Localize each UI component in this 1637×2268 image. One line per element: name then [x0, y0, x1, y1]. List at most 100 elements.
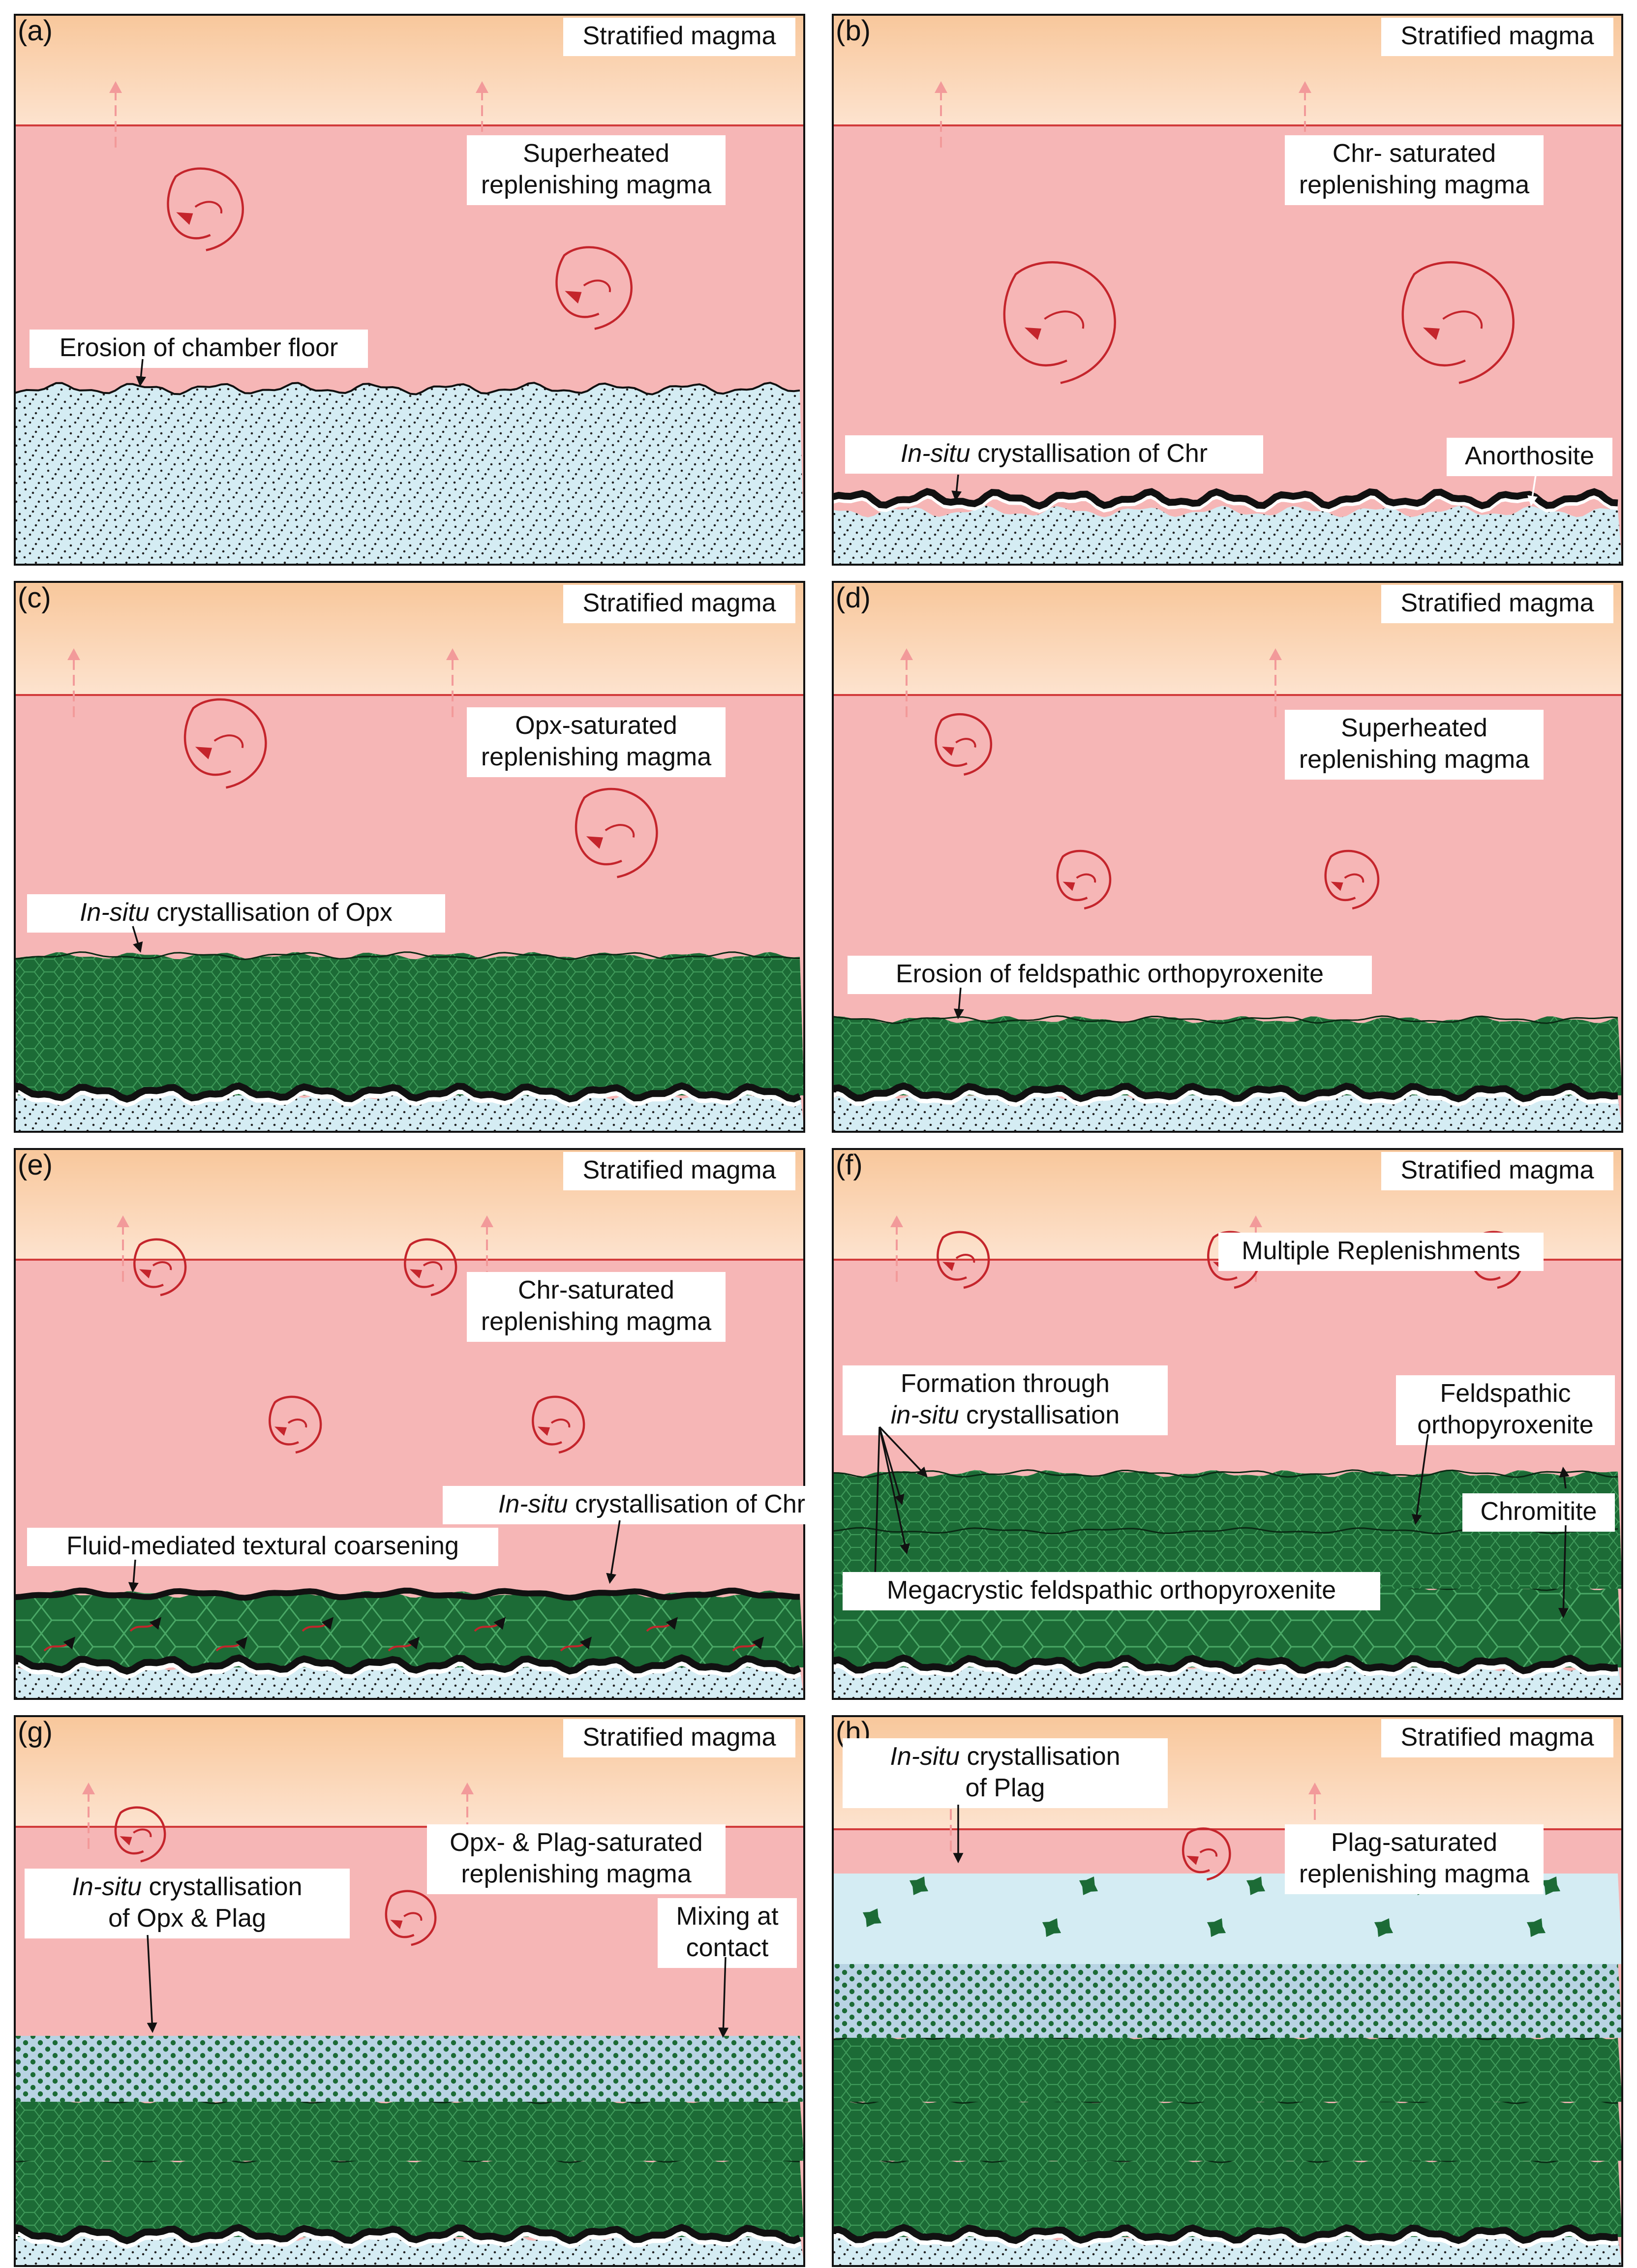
panel-label: (g) [18, 1716, 53, 1748]
plagioclase-crystal-icon [1374, 1918, 1394, 1937]
annotation-label-line: Megacrystic feldspathic orthopyroxenite [887, 1576, 1336, 1604]
fluid-flow-arrow-icon [732, 1636, 764, 1652]
upflow-arrowhead-icon [900, 648, 913, 660]
convection-swirl-icon [183, 698, 267, 789]
pointer-arrow-icon [1527, 472, 1538, 507]
pointer-arrow-icon [1558, 1525, 1569, 1619]
upflow-arrowhead-icon [890, 1215, 903, 1227]
convection-swirl-icon [605, 824, 635, 838]
convection-swirl-icon [575, 787, 658, 878]
annotation-label: In-situ crystallisation of Chr [845, 435, 1263, 474]
plagioclase-crystal-icon [1526, 1918, 1546, 1937]
anorthosite-rim [15, 1088, 801, 1107]
swirl-arrowhead-icon [274, 1426, 287, 1436]
replenishing-magma-label-line: replenishing magma [1299, 745, 1529, 774]
stratified-magma-label: Stratified magma [563, 585, 795, 623]
annotation-label: Erosion of feldspathic orthopyroxenite [848, 956, 1372, 994]
annotation-label-line: In-situ crystallisation of Chr [901, 439, 1208, 468]
replenishing-magma-label-line: Opx- & Plag-saturated [450, 1828, 702, 1857]
stratified-magma-label-line: Stratified magma [582, 22, 776, 50]
pointer-arrow-icon [128, 1559, 139, 1593]
swirl-arrowhead-icon [586, 836, 603, 849]
stratified-magma-label-line: Stratified magma [1400, 589, 1594, 617]
anorthosite-rim [833, 1088, 1618, 1107]
annotation-label-box [1396, 1375, 1615, 1445]
anorthosite-rim [833, 2229, 1618, 2249]
convection-swirl-icon [133, 1238, 187, 1297]
annotation-label: Erosion of chamber floor [30, 330, 368, 368]
upflow-arrowhead-icon [109, 81, 122, 93]
convection-swirl-icon [1470, 1231, 1524, 1289]
swirl-arrowhead-icon [176, 212, 193, 225]
anorthosite-rim [15, 2229, 801, 2249]
stratified-magma-label: Stratified magma [563, 18, 795, 56]
replenishing-magma-label-line: replenishing magma [1299, 171, 1529, 199]
convection-swirl-icon [269, 1395, 322, 1454]
annotation-label-line: in-situ crystallisation [891, 1401, 1120, 1429]
stratified-magma-label-box [1381, 1719, 1613, 1757]
pointer-arrow-icon [1559, 1466, 1570, 1489]
panel-h: (h)Stratified magmaPlag-saturatedrepleni… [832, 1715, 1623, 2267]
annotation-label-line: Formation through [901, 1369, 1110, 1398]
pointer-arrow-icon [136, 359, 147, 387]
stratified-magma-label: Stratified magma [563, 1152, 795, 1190]
stratified-magma-label-box [1381, 18, 1613, 56]
replenishing-magma-label-line: Superheated [523, 139, 669, 168]
cumulate-floor [833, 506, 1622, 565]
panel-label: (b) [836, 15, 871, 47]
convection-swirl-icon [555, 246, 633, 330]
convection-swirl-icon [287, 1419, 307, 1428]
layer-boundary [833, 1469, 1618, 1478]
convection-swirl-icon [935, 713, 993, 776]
replenishing-magma-label-box [467, 1272, 726, 1342]
chromitite-seam [833, 1082, 1618, 1103]
replenishing-magma-label-line: replenishing magma [481, 171, 711, 199]
convection-swirl-icon [1442, 310, 1483, 329]
swirl-arrowhead-icon [390, 1920, 403, 1929]
layer-boundary [15, 951, 800, 961]
annotation-label-box [848, 956, 1372, 994]
convection-swirl-icon [1044, 310, 1085, 329]
plagioclase-crystal-zone [833, 1874, 1622, 1964]
upflow-arrowhead-icon [476, 81, 488, 93]
swirl-arrowhead-icon [139, 1269, 152, 1279]
panel-label: (f) [836, 1149, 863, 1181]
replenishing-magma-label-line: Superheated [1341, 714, 1487, 742]
replenishing-magma-label-box [467, 135, 726, 205]
annotation-label-box [30, 330, 368, 368]
annotation-label-line: Erosion of feldspathic orthopyroxenite [896, 960, 1324, 988]
annotation-label: Chromitite [1462, 1493, 1615, 1532]
panel-border [832, 1715, 1623, 2267]
annotation-label-box [843, 1572, 1380, 1610]
orthopyroxenite-layer [833, 2096, 1622, 2161]
replenishing-magma-label-line: Plag-saturated [1331, 1828, 1497, 1857]
annotation-label-line: In-situ crystallisation of Chr [498, 1490, 805, 1518]
cumulate-floor [15, 383, 804, 565]
convection-swirl-icon [152, 1261, 172, 1270]
stratified-magma-label: Stratified magma [563, 1719, 795, 1757]
convection-swirl-icon [955, 1254, 975, 1263]
plagioclase-crystal-icon [862, 1908, 882, 1928]
convection-swirl-icon [1056, 849, 1112, 910]
convection-swirl-icon [1182, 1827, 1231, 1881]
convection-swirl-icon [167, 167, 244, 251]
stratified-magma-label: Stratified magma [1381, 1152, 1613, 1190]
swirl-arrowhead-icon [537, 1426, 550, 1436]
upflow-arrowhead-icon [82, 1783, 95, 1794]
annotation-label: Fluid-mediated textural coarsening [27, 1528, 498, 1566]
pointer-arrow-icon [132, 926, 143, 953]
panel-label: (e) [18, 1149, 53, 1181]
replenishing-magma-label-line: replenishing magma [481, 1307, 711, 1336]
fluid-flow-arrow-icon [560, 1636, 592, 1652]
replenishing-magma-label-box [1285, 1824, 1544, 1894]
convection-swirl-icon [532, 1395, 585, 1454]
swirl-arrowhead-icon [195, 747, 212, 759]
annotation-label-box [658, 1898, 797, 1968]
upflow-arrowhead-icon [461, 1783, 474, 1794]
annotation-label-box [27, 894, 445, 933]
